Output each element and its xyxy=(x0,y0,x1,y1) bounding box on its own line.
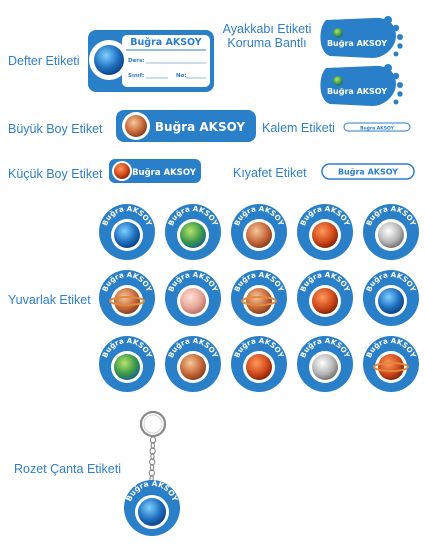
moon-2-icon xyxy=(312,354,338,380)
kucuk-label: Buğra AKSOY xyxy=(109,159,201,183)
key-ring-icon xyxy=(139,410,167,438)
round-label: Buğra AKSOY xyxy=(231,204,287,260)
caption-ayakkabi-line1: Ayakkabı Etiketi xyxy=(222,22,312,36)
globe-icon xyxy=(333,76,343,86)
ayakkabi-label-top: Buğra AKSOY xyxy=(320,16,403,59)
moon-icon xyxy=(378,222,404,248)
caption-kiyafet: Kıyafet Etiket xyxy=(233,166,307,180)
keychain: Buğra AKSOY xyxy=(124,410,180,536)
round-label: Buğra AKSOY xyxy=(99,336,155,392)
planet-ring-icon xyxy=(373,362,409,372)
buyuk-name: Buğra AKSOY xyxy=(155,120,245,134)
kiyafet-label: Buğra AKSOY xyxy=(321,163,415,180)
earth-icon xyxy=(94,45,124,75)
round-label: Buğra AKSOY xyxy=(231,270,287,326)
ayakkabi-label-bottom: Buğra AKSOY xyxy=(320,64,403,106)
caption-yuvarlak: Yuvarlak Etiket xyxy=(8,293,91,307)
round-label: Buğra AKSOY xyxy=(363,204,419,260)
round-label: Buğra AKSOY xyxy=(297,336,353,392)
chain-link xyxy=(149,447,156,455)
mars-dark-icon xyxy=(246,354,272,380)
jupiter-2-icon xyxy=(180,354,206,380)
caption-defter: Defter Etiketi xyxy=(8,54,80,68)
round-label: Buğra AKSOY xyxy=(165,204,221,260)
chain-icon xyxy=(148,436,157,483)
chain-link xyxy=(149,458,156,466)
round-label: Buğra AKSOY xyxy=(297,204,353,260)
chain-link xyxy=(149,463,155,472)
planet-ring-icon xyxy=(109,296,145,306)
caption-rozet: Rozet Çanta Etiketi xyxy=(14,462,121,476)
saturn-small-icon xyxy=(378,354,404,380)
round-label: Buğra AKSOY xyxy=(363,336,419,392)
planet-ring-icon xyxy=(241,296,277,306)
kucuk-name: Buğra AKSOY xyxy=(132,168,197,178)
mars-large-icon xyxy=(312,288,338,314)
globe-icon xyxy=(333,28,343,38)
buyuk-label: Buğra AKSOY xyxy=(116,110,256,142)
kalem-name: Buğra AKSOY xyxy=(360,126,395,132)
uranus-globe-icon xyxy=(114,354,140,380)
chain-link xyxy=(149,436,157,444)
round-label: Buğra AKSOY xyxy=(231,336,287,392)
pink-planet-icon xyxy=(180,288,206,314)
jupiter-icon xyxy=(125,115,147,137)
round-label: Buğra AKSOY xyxy=(363,270,419,326)
caption-kalem: Kalem Etiketi xyxy=(262,121,335,135)
earth-icon xyxy=(114,222,140,248)
mars-icon xyxy=(114,163,130,179)
ayakkabi-name-bottom: Buğra AKSOY xyxy=(327,87,387,96)
caption-ayakkabi-line2: Koruma Bantlı xyxy=(227,36,307,50)
defter-ders: Ders: xyxy=(128,58,144,64)
round-label: Buğra AKSOY xyxy=(165,336,221,392)
defter-label: Buğra AKSOY Ders: Sınıf: No: xyxy=(88,30,214,92)
round-label: Buğra AKSOY xyxy=(99,270,155,326)
defter-sinif: Sınıf: xyxy=(128,73,144,79)
defter-name: Buğra AKSOY xyxy=(130,37,202,48)
round-label: Buğra AKSOY xyxy=(165,270,221,326)
jupiter-icon xyxy=(246,222,272,248)
mars-icon xyxy=(312,222,338,248)
saturn-ring-icon xyxy=(246,288,272,314)
round-label: Buğra AKSOY xyxy=(99,204,155,260)
kiyafet-name: Buğra AKSOY xyxy=(338,168,398,177)
round-label: Buğra AKSOY xyxy=(297,270,353,326)
kalem-label: Buğra AKSOY xyxy=(343,122,411,132)
defter-no: No: xyxy=(176,73,187,79)
chain-link xyxy=(148,469,155,477)
saturn-icon xyxy=(114,288,140,314)
earth-icon xyxy=(138,498,166,526)
ayakkabi-name-top: Buğra AKSOY xyxy=(327,39,387,48)
caption-kucuk: Küçük Boy Etiket xyxy=(8,167,103,181)
neptune-icon xyxy=(378,288,404,314)
chain-link xyxy=(150,441,155,450)
caption-buyuk: Büyük Boy Etiket xyxy=(8,122,103,136)
earth-globe-icon xyxy=(180,222,206,248)
caption-ayakkabi: Ayakkabı Etiketi Koruma Bantlı xyxy=(218,22,316,50)
chain-link xyxy=(150,452,155,461)
